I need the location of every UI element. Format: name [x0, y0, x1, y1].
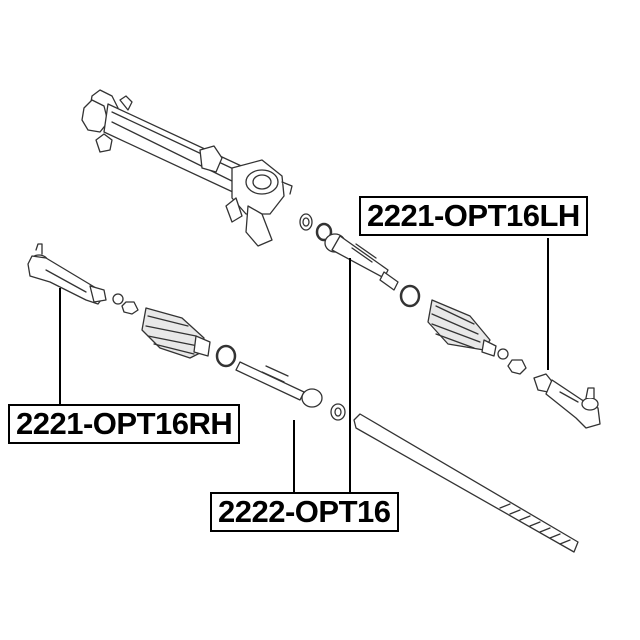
nut-icon — [121, 301, 139, 315]
steering-rack-icon — [81, 89, 293, 247]
dust-boot-icon — [427, 299, 497, 357]
dust-boot-icon — [141, 307, 211, 359]
nut-icon — [112, 293, 124, 305]
clamp-ring-icon — [315, 222, 333, 242]
tie-rod-end-icon — [533, 373, 601, 429]
tie-rod-end-icon — [27, 243, 107, 305]
inner-tie-rod-icon — [235, 361, 323, 408]
part-label-tie-rod-end-rh: 2221-OPT16RH — [8, 404, 241, 444]
leader-lines — [59, 238, 549, 492]
clamp-ring-icon — [399, 284, 421, 308]
rack-bar-icon — [353, 413, 579, 553]
seal-ring-icon — [330, 403, 346, 421]
nut-icon — [497, 348, 509, 360]
part-label-inner-tie-rod: 2222-OPT16 — [210, 492, 399, 532]
part-label-tie-rod-end-lh: 2221-OPT16LH — [359, 196, 588, 236]
nut-icon — [507, 359, 527, 375]
inner-tie-rod-icon — [324, 233, 399, 291]
seal-ring-icon — [299, 213, 313, 231]
clamp-ring-icon — [215, 344, 237, 368]
